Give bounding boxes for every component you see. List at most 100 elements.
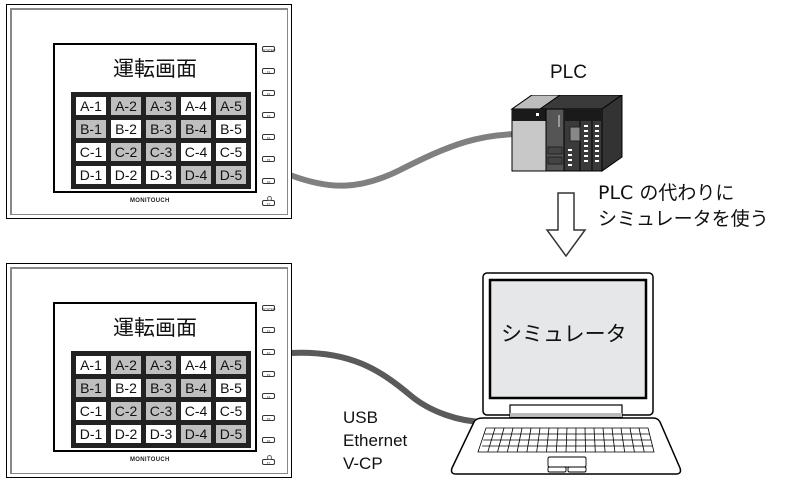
grid-cell[interactable]: D-4 bbox=[179, 164, 213, 186]
function-key-f2[interactable]: F2 bbox=[262, 90, 275, 96]
keyboard-key-divider bbox=[546, 427, 550, 453]
grid-cell[interactable]: B-4 bbox=[179, 377, 213, 399]
grid-cell[interactable]: B-3 bbox=[144, 377, 178, 399]
grid-cell[interactable]: C-1 bbox=[74, 400, 108, 422]
grid-cell[interactable]: D-1 bbox=[74, 423, 108, 445]
keyboard-key-divider bbox=[638, 427, 645, 453]
grid-cell[interactable]: C-5 bbox=[214, 141, 248, 163]
function-key-f6[interactable]: F6 bbox=[262, 437, 275, 443]
grid-cell[interactable]: A-5 bbox=[214, 95, 248, 117]
grid-cell[interactable]: D-2 bbox=[109, 423, 143, 445]
grid-cell[interactable]: A-3 bbox=[144, 354, 178, 376]
keyboard-key-divider bbox=[497, 427, 505, 453]
grid-cell[interactable]: D-3 bbox=[144, 164, 178, 186]
note-line-1: PLC の代わりに bbox=[598, 182, 735, 204]
grid-cell[interactable]: B-5 bbox=[214, 118, 248, 140]
grid-cell[interactable]: D-2 bbox=[109, 164, 143, 186]
function-key-system[interactable]: SYSTEM bbox=[262, 305, 276, 311]
power-led-icon bbox=[267, 196, 272, 201]
grid-cell[interactable]: B-2 bbox=[109, 377, 143, 399]
grid-cell[interactable]: A-2 bbox=[109, 354, 143, 376]
grid-cell[interactable]: D-5 bbox=[214, 164, 248, 186]
grid-cell[interactable]: B-5 bbox=[214, 377, 248, 399]
grid-cell[interactable]: C-3 bbox=[144, 141, 178, 163]
touchpad bbox=[547, 456, 587, 468]
power-led-icon bbox=[267, 455, 272, 460]
screen-title: 運転画面 bbox=[113, 57, 197, 81]
connection-types: USB Ethernet V-CP bbox=[343, 406, 407, 475]
keyboard-key-divider bbox=[487, 427, 496, 453]
keyboard-key-divider bbox=[506, 427, 514, 453]
laptop-screen-text: シミュレータ bbox=[501, 322, 627, 346]
function-key-f1[interactable]: F1 bbox=[262, 68, 275, 74]
function-key-f4[interactable]: F4 bbox=[262, 134, 275, 140]
connection-vcp: V-CP bbox=[343, 454, 383, 473]
grid-cell[interactable]: A-5 bbox=[214, 354, 248, 376]
grid-cell[interactable]: D-5 bbox=[214, 423, 248, 445]
grid-cell[interactable]: B-3 bbox=[144, 118, 178, 140]
keyboard-key-divider bbox=[620, 427, 626, 453]
grid-cell[interactable]: A-4 bbox=[179, 95, 213, 117]
laptop-icon bbox=[450, 272, 682, 475]
keyboard-key-divider bbox=[602, 427, 606, 453]
keyboard-key-divider bbox=[536, 427, 541, 453]
grid-cell[interactable]: C-1 bbox=[74, 141, 108, 163]
plc-label: PLC bbox=[550, 62, 587, 83]
grid-cell[interactable]: A-3 bbox=[144, 95, 178, 117]
grid-cell[interactable]: D-3 bbox=[144, 423, 178, 445]
grid-cell[interactable]: C-4 bbox=[179, 141, 213, 163]
keyboard-key-divider bbox=[555, 427, 559, 453]
grid-cell[interactable]: B-2 bbox=[109, 118, 143, 140]
keyboard-key-divider bbox=[516, 427, 523, 453]
keyboard-key-divider bbox=[565, 427, 568, 453]
grid-cell[interactable]: A-1 bbox=[74, 354, 108, 376]
down-arrow-icon bbox=[545, 192, 587, 258]
function-key-f4[interactable]: F4 bbox=[262, 393, 275, 399]
grid-cell[interactable]: C-5 bbox=[214, 400, 248, 422]
function-key-f1[interactable]: F1 bbox=[262, 327, 275, 333]
brand-logo: MONITOUCH bbox=[130, 198, 170, 204]
function-key-f2[interactable]: F2 bbox=[262, 349, 275, 355]
cable-hmi-to-laptop bbox=[289, 349, 486, 425]
connection-ethernet: Ethernet bbox=[343, 431, 408, 450]
cable-hmi-to-plc bbox=[288, 130, 575, 189]
screen-title: 運転画面 bbox=[113, 316, 197, 340]
function-key-f5[interactable]: F5 bbox=[262, 415, 275, 421]
function-key-system[interactable]: SYSTEM bbox=[262, 46, 276, 52]
plc-icon bbox=[510, 95, 623, 172]
grid-cell[interactable]: C-4 bbox=[179, 400, 213, 422]
grid-cell[interactable]: B-1 bbox=[74, 118, 108, 140]
hmi-bezel bbox=[10, 267, 288, 474]
hmi-bezel bbox=[10, 8, 288, 215]
grid-cell[interactable]: D-4 bbox=[179, 423, 213, 445]
grid-cell[interactable]: C-2 bbox=[109, 400, 143, 422]
grid-cell[interactable]: A-1 bbox=[74, 95, 108, 117]
grid-cell[interactable]: D-1 bbox=[74, 164, 108, 186]
grid-cell[interactable]: C-2 bbox=[109, 141, 143, 163]
function-key-f3[interactable]: F3 bbox=[262, 112, 275, 118]
grid-cell[interactable]: B-1 bbox=[74, 377, 108, 399]
keyboard-key-divider bbox=[526, 427, 532, 453]
grid-cell[interactable]: A-2 bbox=[109, 95, 143, 117]
keyboard-key-divider bbox=[629, 427, 635, 453]
keyboard-key-divider bbox=[611, 427, 616, 453]
function-key-f6[interactable]: F6 bbox=[262, 178, 275, 184]
note-line-2: シミュレータを使う bbox=[598, 208, 769, 230]
function-key-f5[interactable]: F5 bbox=[262, 156, 275, 162]
grid-cell[interactable]: C-3 bbox=[144, 400, 178, 422]
function-key-f3[interactable]: F3 bbox=[262, 371, 275, 377]
grid-cell[interactable]: A-4 bbox=[179, 354, 213, 376]
grid-cell[interactable]: B-4 bbox=[179, 118, 213, 140]
connection-usb: USB bbox=[343, 408, 378, 427]
replacement-note: PLC の代わりに シミュレータを使う bbox=[598, 180, 769, 232]
keyboard-key-divider bbox=[593, 427, 596, 453]
